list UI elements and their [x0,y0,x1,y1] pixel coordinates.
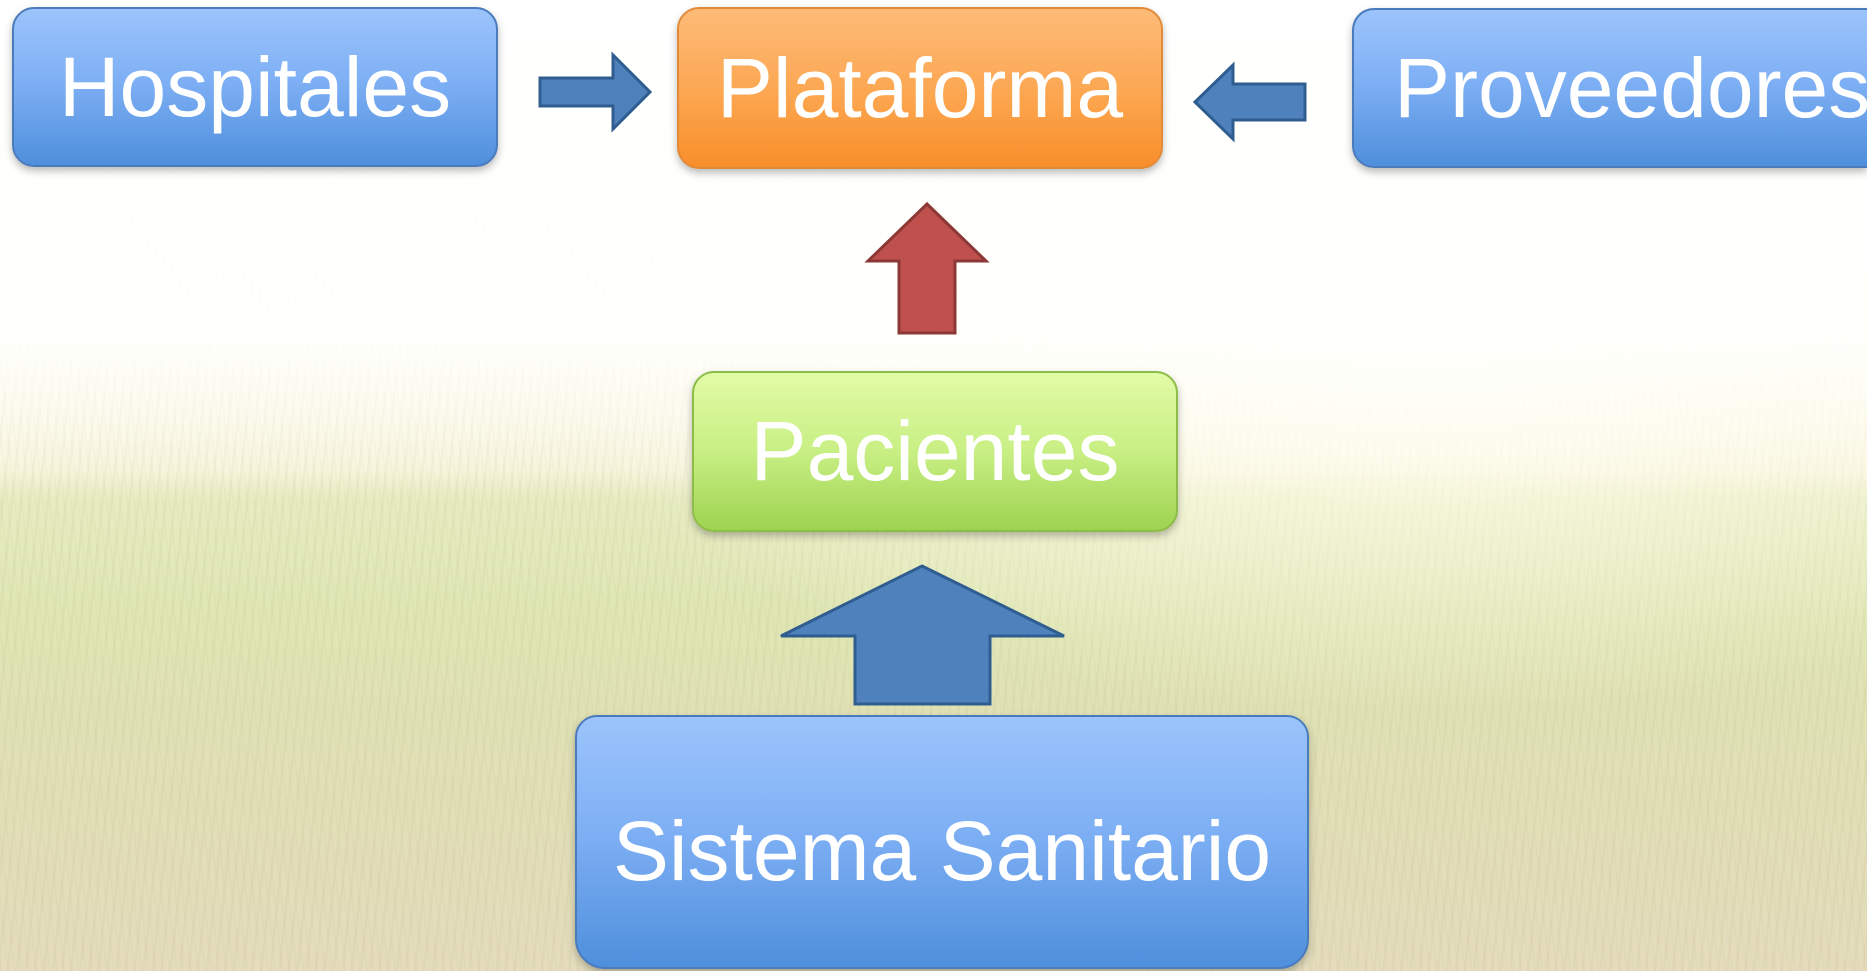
arrow-hospitales-to-plataforma [538,51,653,133]
node-pacientes-label: Pacientes [750,404,1120,498]
node-hospitales: Hospitales [12,7,498,167]
node-plataforma-label: Plataforma [716,40,1124,135]
node-sistema-sanitario: Sistema Sanitario [575,715,1309,969]
node-hospitales-label: Hospitales [58,39,452,134]
arrow-proveedores-to-plataforma [1192,61,1307,143]
node-proveedores: Proveedores [1352,8,1867,168]
node-plataforma: Plataforma [677,7,1163,169]
node-sistema-sanitario-label: Sistema Sanitario [612,803,1272,898]
arrow-pacientes-to-plataforma [864,201,990,335]
node-pacientes: Pacientes [692,371,1178,532]
node-proveedores-label: Proveedores [1394,40,1867,135]
arrow-sistema-to-pacientes [780,564,1065,706]
